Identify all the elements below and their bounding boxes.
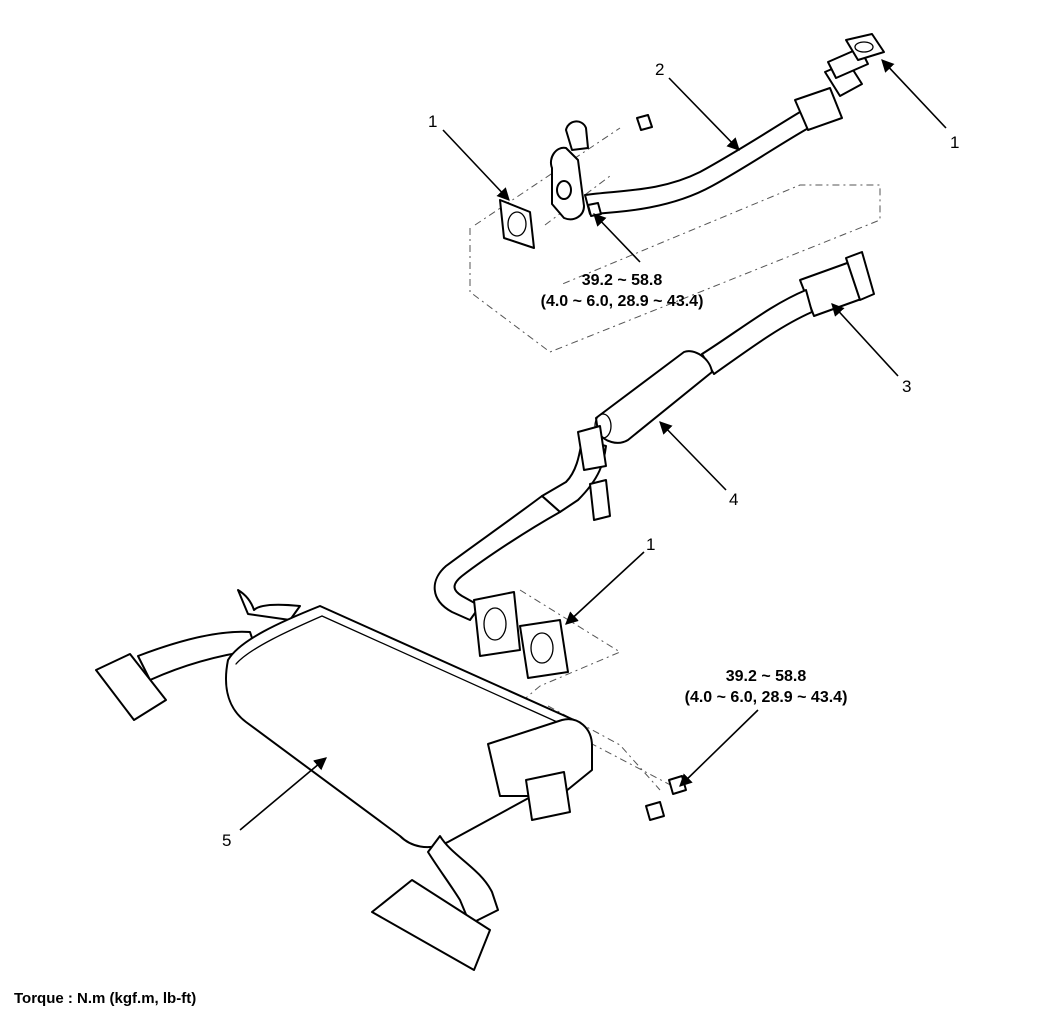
callout-center-muffler: 4 bbox=[729, 490, 738, 509]
callout-gasket-left-top: 1 bbox=[428, 112, 437, 131]
torque-upper-alt-units: (4.0 ~ 6.0, 28.9 ~ 43.4) bbox=[541, 293, 704, 310]
torque-upper-range: 39.2 ~ 58.8 bbox=[582, 272, 663, 289]
torque-unit-note: Torque : N.m (kgf.m, lb-ft) bbox=[14, 990, 196, 1007]
callout-numbers: 1 2 1 3 4 1 5 bbox=[222, 60, 959, 850]
torque-lower-alt-units: (4.0 ~ 6.0, 28.9 ~ 43.4) bbox=[685, 689, 848, 706]
torque-spec-lower: 39.2 ~ 58.8 (4.0 ~ 6.0, 28.9 ~ 43.4) bbox=[685, 668, 848, 706]
callout-catalytic-converter: 3 bbox=[902, 377, 911, 396]
center-pipe-and-muffler bbox=[433, 289, 813, 657]
callout-gasket-right-top: 1 bbox=[950, 133, 959, 152]
torque-spec-upper: 39.2 ~ 58.8 (4.0 ~ 6.0, 28.9 ~ 43.4) bbox=[541, 272, 704, 310]
leader-lines bbox=[239, 59, 947, 831]
front-pipe bbox=[550, 47, 869, 221]
gasket-mid bbox=[519, 619, 569, 679]
gasket-top-left bbox=[499, 199, 535, 249]
gasket-top-right bbox=[845, 33, 885, 61]
main-muffler bbox=[95, 589, 687, 971]
callout-front-pipe: 2 bbox=[655, 60, 664, 79]
callout-gasket-mid: 1 bbox=[646, 535, 655, 554]
torque-lower-range: 39.2 ~ 58.8 bbox=[726, 668, 807, 685]
callout-main-muffler: 5 bbox=[222, 831, 231, 850]
